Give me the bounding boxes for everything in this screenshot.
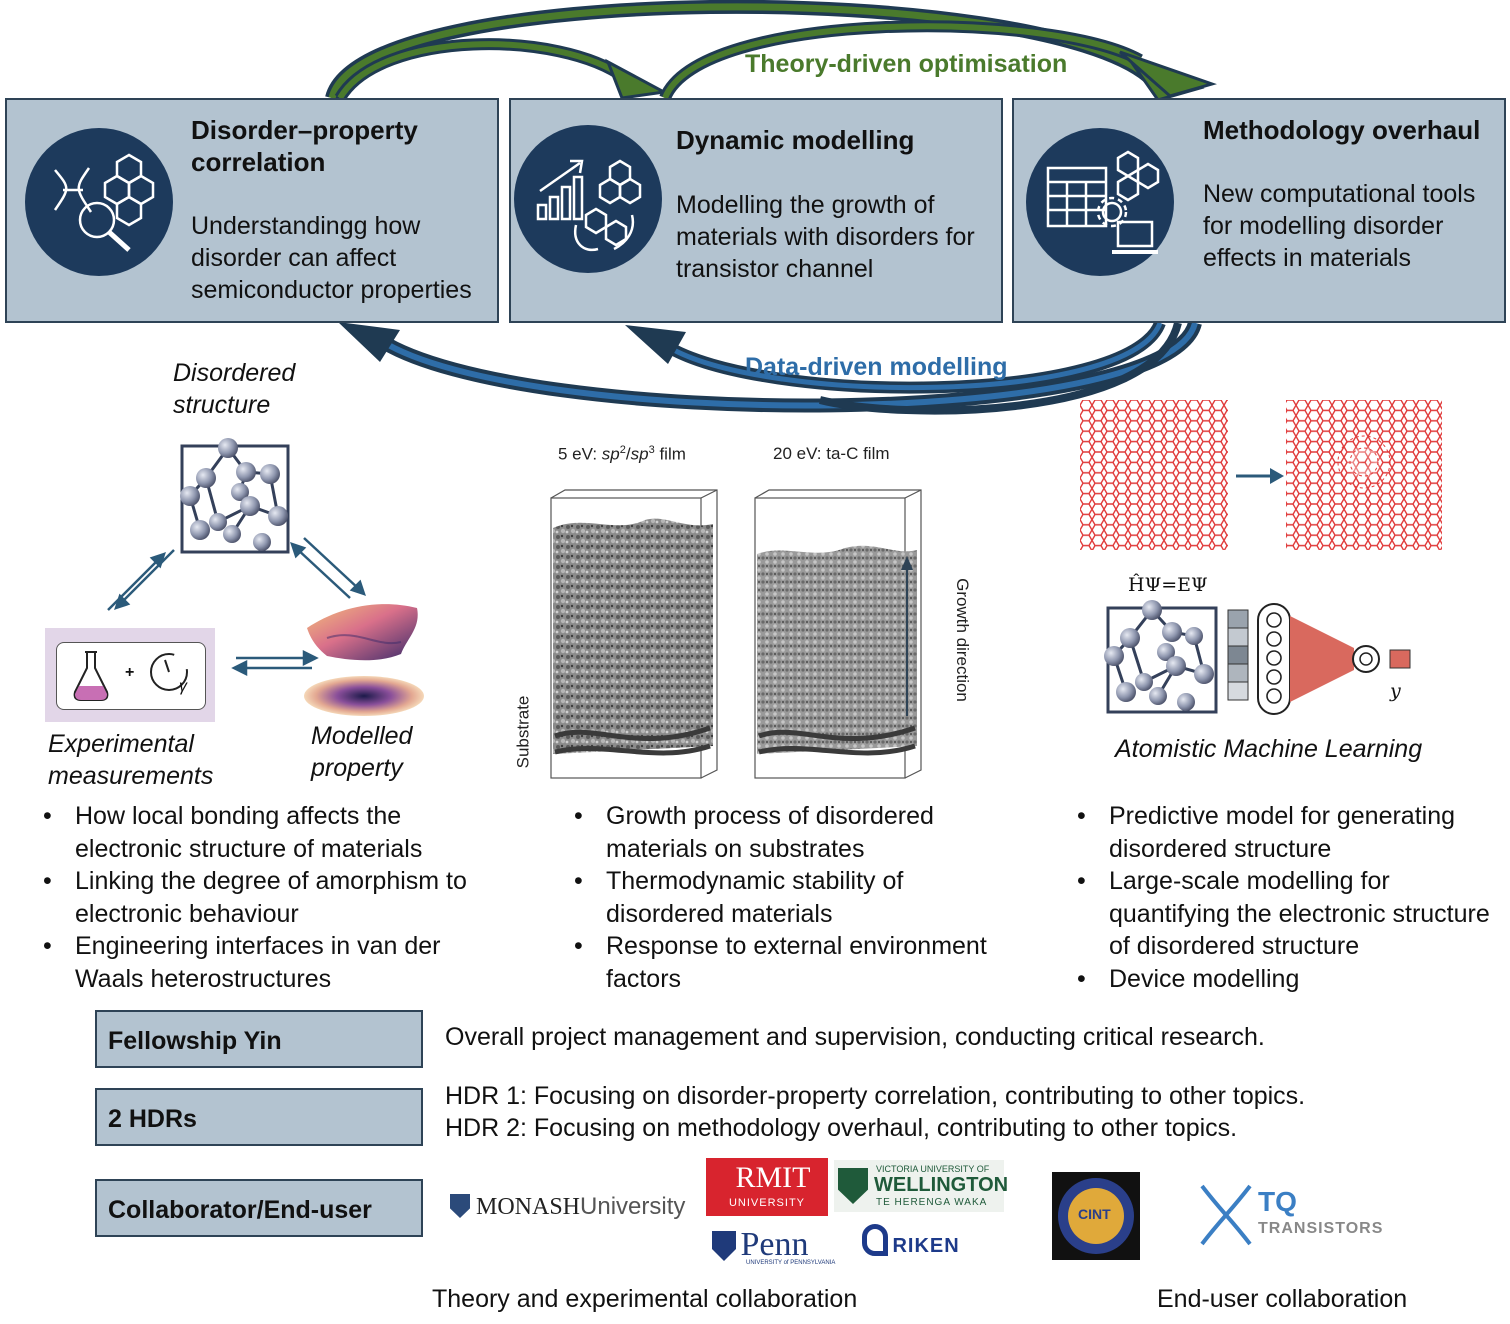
data-arrowhead-2: [625, 325, 686, 364]
role-fellowship: Fellowship Yin: [95, 1010, 423, 1068]
growth-chart-molecule-icon: [514, 125, 662, 273]
disordered-structure-label: Disordered structure: [173, 359, 296, 419]
box-dynamic-modelling: Dynamic modelling Modelling the growth o…: [509, 98, 1003, 323]
rmit-logo: RMIT UNIVERSITY: [706, 1158, 828, 1216]
theory-arrowhead-2: [605, 58, 669, 100]
experimental-panel: + γ: [45, 628, 215, 722]
film-growth-figure: [550, 489, 922, 779]
right-bullets: Predictive model for generating disorder…: [1075, 800, 1505, 995]
disordered-structure-figure: [180, 438, 290, 554]
plus-sign: +: [125, 664, 135, 681]
modelled-property-surface: [304, 604, 424, 716]
box1-desc: Understandingg how disorder can affect s…: [191, 212, 472, 304]
list-item: Thermodynamic stability of disordered ma…: [572, 865, 992, 930]
flask-icon: [73, 651, 109, 701]
role-hdrs: 2 HDRs: [95, 1088, 423, 1146]
film1-label: 5 eV: sp2/sp3 film: [558, 444, 686, 464]
enduser-collab-caption: End-user collaboration: [1157, 1285, 1408, 1313]
role-hdr1-desc: HDR 1: Focusing on disorder-property cor…: [445, 1082, 1306, 1110]
growth-direction-label: Growth direction: [952, 578, 972, 702]
ml-pipeline-figure: [1104, 600, 1411, 715]
tq-transistors-logo: TQ TRANSISTORS: [1196, 1182, 1382, 1253]
lattice-transformation-figure: [1080, 400, 1442, 550]
film2-label: 20 eV: ta-C film: [773, 444, 890, 463]
data-arrowhead-1: [338, 322, 400, 362]
data-loop-label: Data-driven modelling: [745, 353, 1008, 381]
box-methodology-overhaul: Methodology overhaul New computational t…: [1012, 98, 1506, 323]
role-fellowship-desc: Overall project management and supervisi…: [445, 1023, 1265, 1051]
computer-tools-icon: [1026, 128, 1174, 276]
box3-title: Methodology overhaul: [1203, 115, 1481, 145]
list-item: Device modelling: [1075, 963, 1505, 996]
triangle-arrows: [107, 537, 366, 677]
gauge-icon: [150, 653, 188, 691]
wellington-logo: VICTORIA UNIVERSITY OF WELLINGTON TE HER…: [834, 1160, 1008, 1212]
list-item: Engineering interfaces in van der Waals …: [41, 930, 501, 995]
role-collaborator: Collaborator/End-user: [95, 1179, 423, 1237]
list-item: Predictive model for generating disorder…: [1075, 800, 1505, 865]
magnifier-molecule-icon: [25, 128, 173, 276]
theory-loop-label: Theory-driven optimisation: [745, 50, 1068, 78]
schrodinger-equation: ĤΨ=EΨ: [1128, 574, 1208, 596]
box2-desc: Modelling the growth of materials with d…: [676, 191, 975, 283]
box-disorder-property: Disorder–property correlation Understand…: [5, 98, 499, 323]
list-item: Response to external environment factors: [572, 930, 992, 995]
gamma-symbol: γ: [179, 678, 187, 695]
list-item: Growth process of disordered materials o…: [572, 800, 992, 865]
tq-x-icon: [1200, 1184, 1252, 1246]
monash-logo: MONASHUniversity: [450, 1193, 685, 1221]
atomistic-ml-caption: Atomistic Machine Learning: [1115, 735, 1423, 763]
riken-logo: RIKEN: [862, 1224, 960, 1258]
box2-title: Dynamic modelling: [676, 125, 915, 155]
list-item: Large-scale modelling for quantifying th…: [1075, 865, 1505, 963]
experimental-label: Experimental measurements: [48, 730, 214, 790]
modelled-label: Modelled property: [311, 722, 413, 782]
role-hdr2-desc: HDR 2: Focusing on methodology overhaul,…: [445, 1114, 1238, 1142]
penn-logo: Penn UNIVERSITY of PENNSYLVANIA: [712, 1226, 835, 1266]
middle-bullets: Growth process of disordered materials o…: [572, 800, 992, 995]
theory-collab-caption: Theory and experimental collaboration: [432, 1285, 858, 1313]
box1-title: Disorder–property correlation: [191, 115, 418, 177]
list-item: How local bonding affects the electronic…: [41, 800, 501, 865]
left-bullets: How local bonding affects the electronic…: [41, 800, 501, 995]
y-output-label: y: [1390, 680, 1401, 702]
cycle-arrows: [325, 0, 1217, 415]
cint-logo: CINT: [1052, 1172, 1140, 1260]
substrate-label: Substrate: [513, 695, 533, 769]
list-item: Linking the degree of amorphism to elect…: [41, 865, 501, 930]
box3-desc: New computational tools for modelling di…: [1203, 180, 1476, 272]
